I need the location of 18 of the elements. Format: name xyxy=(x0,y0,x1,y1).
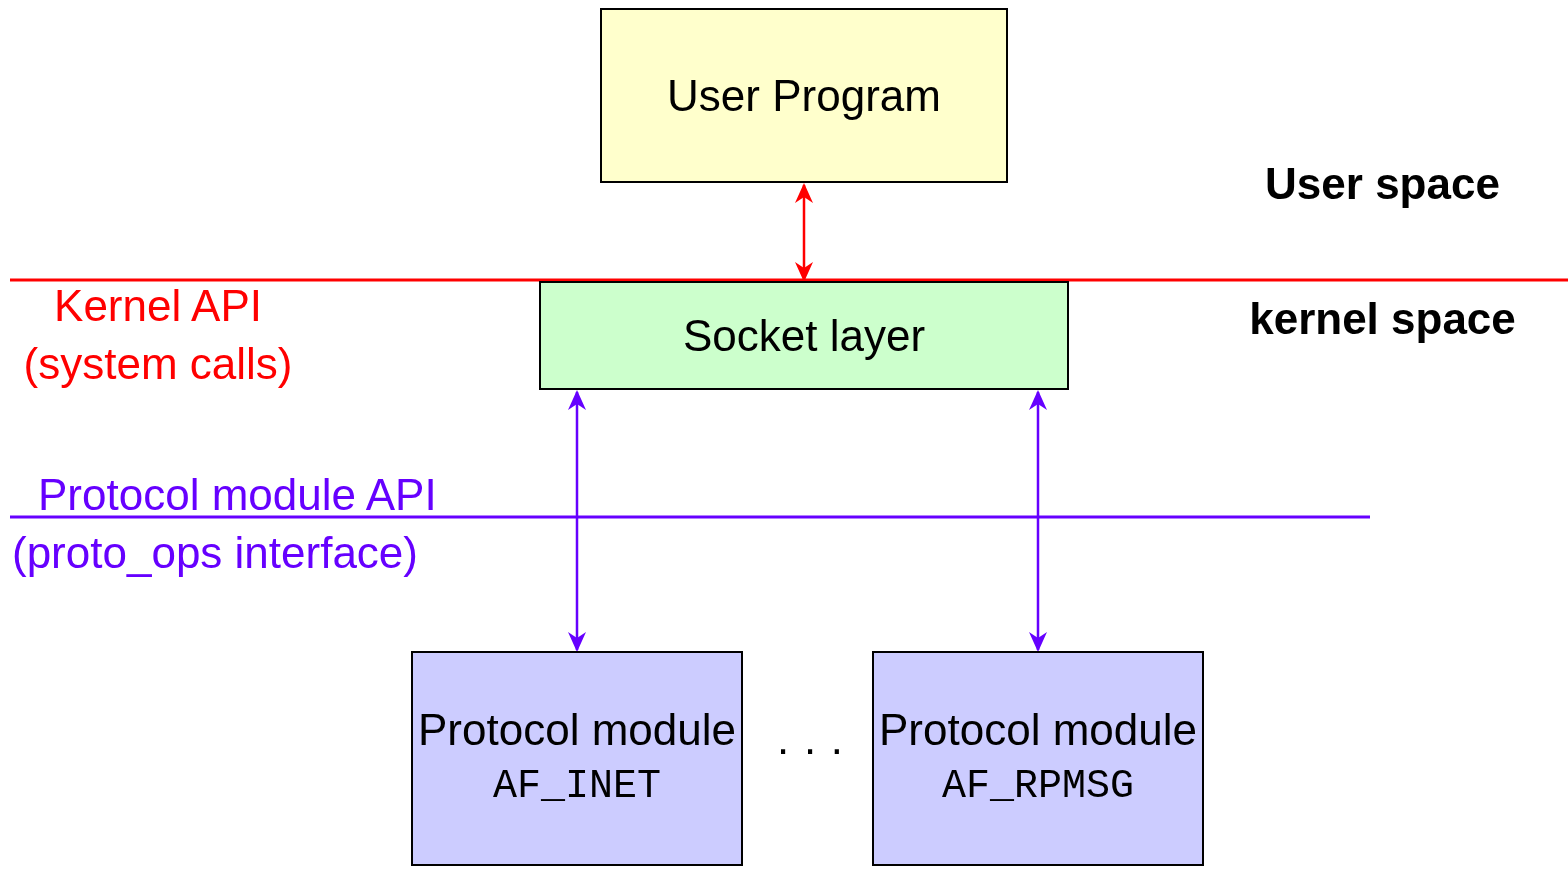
double-arrow xyxy=(1029,390,1047,652)
api-label: Protocol module API (proto_ops interface) xyxy=(12,469,438,579)
double-arrow xyxy=(795,183,813,282)
region-label: kernel space xyxy=(1248,293,1517,345)
process-box xyxy=(872,651,1204,866)
double-arrow xyxy=(568,390,586,652)
node-title: Socket layer xyxy=(682,309,926,362)
process-box xyxy=(600,8,1008,183)
code-label: AF_INET xyxy=(493,762,661,811)
node-title: Protocol module xyxy=(418,703,736,756)
process-box xyxy=(539,281,1069,390)
process-box xyxy=(411,651,743,866)
code-label: AF_RPMSG xyxy=(942,762,1134,811)
node-title: Protocol module xyxy=(879,703,1197,756)
api-label: Kernel API (system calls) xyxy=(22,280,294,390)
region-label: User space xyxy=(1264,158,1501,210)
node-title: User Program xyxy=(667,69,941,122)
ellipsis-label: · · · xyxy=(774,723,846,775)
